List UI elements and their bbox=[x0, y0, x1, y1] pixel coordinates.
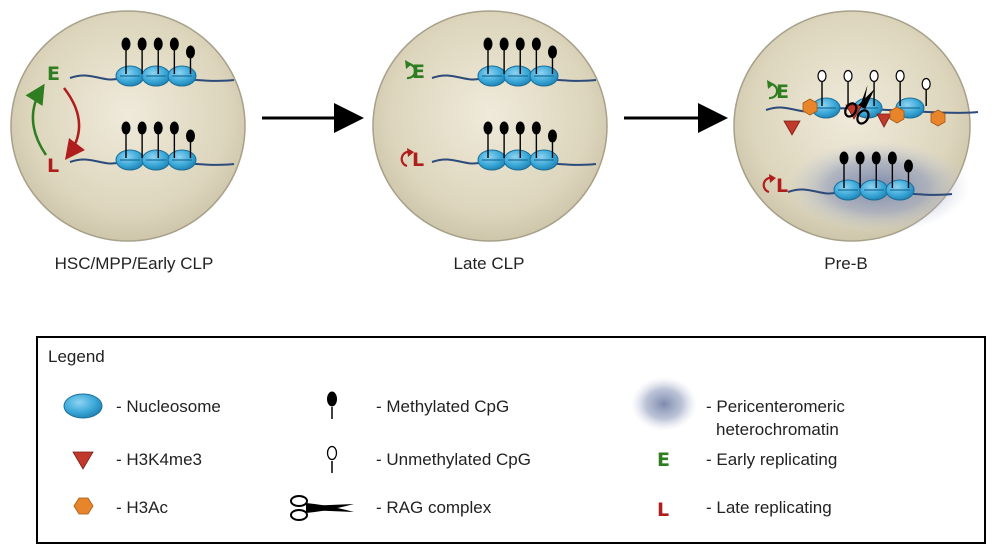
legend-late-replicating-label: - Late replicating bbox=[706, 498, 832, 517]
stage-label-pre-b: Pre-B bbox=[824, 254, 868, 273]
early-cycle-icon-cell3 bbox=[768, 82, 779, 100]
h3ac-mark-1 bbox=[802, 98, 818, 116]
legend-h3ac-label: - H3Ac bbox=[116, 498, 168, 517]
fiber-cell1-late-methylated-cpg bbox=[169, 121, 179, 135]
rag-complex-scissors bbox=[844, 84, 875, 125]
fiber-cell3-early-unmethylated-cpg bbox=[869, 69, 879, 83]
legend-nucleosome-label: - Nucleosome bbox=[116, 397, 221, 416]
legend-unmethylated-cpg-label: - Unmethylated CpG bbox=[376, 450, 531, 469]
legend-rag-scissors-icon bbox=[290, 495, 354, 521]
legend-heterochromatin-icon bbox=[631, 377, 697, 431]
fiber-cell2-late-methylated-cpg bbox=[483, 121, 493, 135]
early-to-late-arrow bbox=[63, 87, 85, 161]
fiber-cell1-early-methylated-cpg bbox=[185, 45, 195, 59]
fiber-cell1-early-methylated-cpg bbox=[153, 37, 163, 51]
fiber-cell2-late-methylated-cpg bbox=[499, 121, 509, 135]
legend-heterochromatin-label: heterochromatin bbox=[716, 420, 839, 439]
fiber-cell2-early-methylated-cpg bbox=[483, 37, 493, 51]
legend-box bbox=[36, 336, 986, 544]
h3ac-mark-3 bbox=[930, 109, 946, 127]
late-letter-cell3: L bbox=[776, 175, 788, 197]
legend-pericentromeric-label: - Pericenteromeric bbox=[706, 397, 845, 416]
fiber-cell3-late-methylated-cpg bbox=[839, 151, 849, 165]
h3k4me3-mark-2 bbox=[845, 104, 863, 120]
legend-h3ac-icon bbox=[73, 497, 94, 515]
legend-methylated-cpg-icon bbox=[327, 391, 337, 419]
early-letter-cell2: E bbox=[412, 61, 425, 83]
stage-label-hsc: HSC/MPP/Early CLP bbox=[54, 254, 214, 273]
fiber-cell2-early-methylated-cpg bbox=[499, 37, 509, 51]
legend-unmethylated-cpg-icon bbox=[326, 445, 338, 473]
fiber-cell3-early-unmethylated-cpg bbox=[843, 69, 853, 83]
stage-label-late-clp: Late CLP bbox=[453, 254, 525, 273]
fiber-cell1-early-methylated-cpg bbox=[137, 37, 147, 51]
fiber-cell1-late-methylated-cpg bbox=[137, 121, 147, 135]
legend-early-letter: E bbox=[657, 449, 670, 471]
fiber-cell2-late-methylated-cpg bbox=[531, 121, 541, 135]
fiber-cell2-late-methylated-cpg bbox=[515, 121, 525, 135]
h3k4me3-mark-3 bbox=[876, 113, 892, 128]
fiber-cell3-late-methylated-cpg bbox=[871, 151, 881, 165]
fiber-cell1-early-methylated-cpg bbox=[169, 37, 179, 51]
late-letter-cell2: L bbox=[412, 149, 424, 171]
late-letter-cell1: L bbox=[47, 155, 59, 177]
legend-h3k4me3-label: - H3K4me3 bbox=[116, 450, 202, 469]
fiber-cell3-late-methylated-cpg bbox=[903, 159, 913, 173]
fiber-cell2-early-methylated-cpg bbox=[547, 45, 557, 59]
h3k4me3-mark-1 bbox=[783, 120, 801, 136]
fiber-cell2-early-methylated-cpg bbox=[515, 37, 525, 51]
fiber-cell2-late-methylated-cpg bbox=[547, 129, 557, 143]
fiber-cell3-early-unmethylated-cpg bbox=[895, 69, 905, 83]
legend-h3k4me3-icon bbox=[72, 451, 94, 470]
late-to-early-arrow bbox=[25, 83, 48, 156]
early-letter-cell1: E bbox=[47, 63, 60, 85]
legend-late-letter: L bbox=[657, 499, 669, 521]
legend-early-replicating-label: - Early replicating bbox=[706, 450, 838, 469]
h3ac-mark-2 bbox=[889, 106, 905, 124]
fiber-cell2-early-methylated-cpg bbox=[531, 37, 541, 51]
fiber-cell1-late-methylated-cpg bbox=[185, 129, 195, 143]
fiber-cell3-late-methylated-cpg bbox=[855, 151, 865, 165]
legend-rag-complex-label: - RAG complex bbox=[376, 498, 492, 517]
fiber-cell1-late-methylated-cpg bbox=[121, 121, 131, 135]
fiber-cell1-early-methylated-cpg bbox=[121, 37, 131, 51]
fiber-cell3-early-unmethylated-cpg bbox=[817, 69, 827, 83]
fiber-cell1-late-methylated-cpg bbox=[153, 121, 163, 135]
fiber-cell3-early-unmethylated-cpg bbox=[921, 77, 931, 91]
fiber-cell3-late-methylated-cpg bbox=[887, 151, 897, 165]
early-letter-cell3: E bbox=[776, 81, 789, 103]
early-cycle-icon-cell2 bbox=[406, 62, 417, 80]
legend-methylated-cpg-label: - Methylated CpG bbox=[376, 397, 510, 416]
legend-title: Legend bbox=[48, 347, 105, 366]
legend-nucleosome-icon bbox=[63, 393, 103, 419]
